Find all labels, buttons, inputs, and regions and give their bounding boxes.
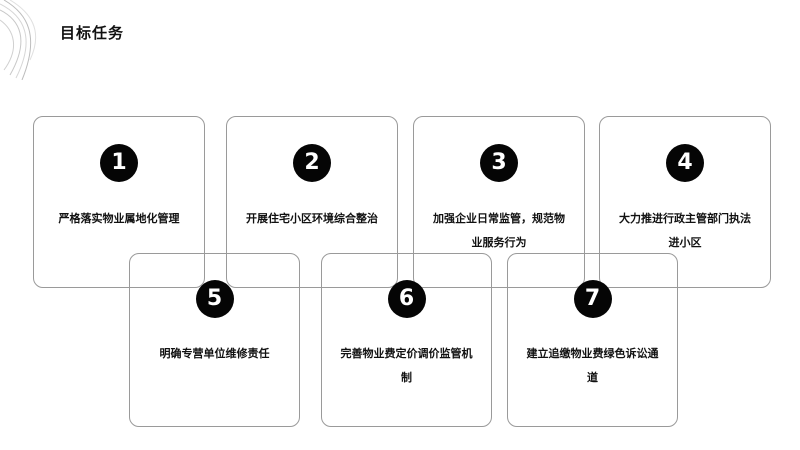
task-card-4: 4 大力推进行政主管部门执法进小区 <box>599 116 771 288</box>
decorative-swirl <box>0 0 36 80</box>
page-title: 目标任务 <box>60 24 125 42</box>
task-number-5: 5 <box>195 280 234 318</box>
task-card-5: 5 明确专营单位维修责任 <box>129 253 300 427</box>
task-card-7: 7 建立追缴物业费绿色诉讼通道 <box>507 253 678 427</box>
task-number-4: 4 <box>666 144 704 182</box>
task-card-6: 6 完善物业费定价调价监管机制 <box>321 253 492 427</box>
task-text-6: 完善物业费定价调价监管机制 <box>340 347 473 384</box>
task-text-5: 明确专营单位维修责任 <box>159 347 270 360</box>
task-number-7: 7 <box>573 280 612 318</box>
task-text-3: 加强企业日常监管，规范物业服务行为 <box>433 212 565 249</box>
task-card-1: 1 严格落实物业属地化管理 <box>33 116 205 288</box>
task-number-2: 2 <box>293 144 331 182</box>
task-card-3: 3 加强企业日常监管，规范物业服务行为 <box>413 116 585 288</box>
task-number-6: 6 <box>387 280 426 318</box>
task-number-3: 3 <box>480 144 518 182</box>
task-text-4: 大力推进行政主管部门执法进小区 <box>619 212 751 249</box>
task-text-1: 严格落实物业属地化管理 <box>58 212 180 225</box>
task-text-2: 开展住宅小区环境综合整治 <box>246 212 378 225</box>
task-card-2: 2 开展住宅小区环境综合整治 <box>226 116 398 288</box>
task-number-1: 1 <box>100 144 138 182</box>
task-text-7: 建立追缴物业费绿色诉讼通道 <box>526 347 659 384</box>
